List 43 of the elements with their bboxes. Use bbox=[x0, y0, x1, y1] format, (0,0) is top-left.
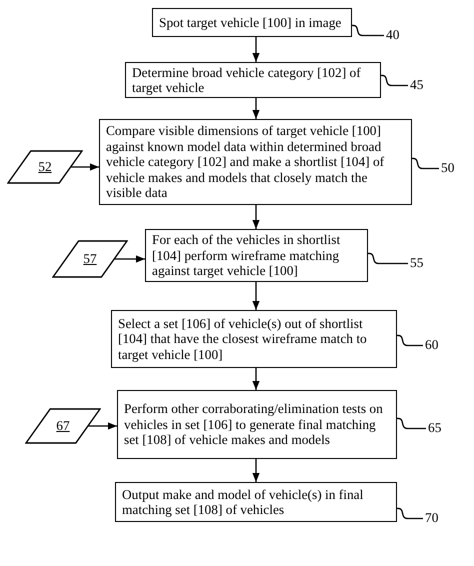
leader-line bbox=[381, 74, 408, 86]
reference-number: 60 bbox=[425, 337, 445, 352]
leader-line bbox=[397, 418, 426, 430]
step-text: Determine broad vehicle category [102] of target vehicle bbox=[132, 64, 362, 96]
reference-number: 57 bbox=[82, 251, 98, 267]
process-box bbox=[99, 119, 412, 205]
arrow bbox=[252, 98, 260, 119]
input-parallelogram bbox=[52, 240, 128, 278]
arrow bbox=[252, 368, 260, 390]
reference-number: 67 bbox=[55, 418, 71, 434]
arrow bbox=[88, 422, 117, 430]
reference-number: 40 bbox=[386, 27, 406, 42]
arrow bbox=[252, 37, 260, 62]
reference-number: 45 bbox=[410, 77, 430, 92]
step-text: Spot target vehicle [100] in image bbox=[159, 14, 342, 30]
arrow bbox=[252, 282, 260, 310]
leader-line bbox=[397, 508, 423, 520]
input-parallelogram bbox=[7, 150, 83, 184]
process-box bbox=[152, 8, 352, 37]
leader-line bbox=[352, 24, 384, 36]
process-box bbox=[115, 482, 397, 522]
arrow bbox=[71, 163, 99, 171]
reference-number: 50 bbox=[441, 160, 461, 175]
step-text: Perform other corraborating/elimination tests on vehicles in set [106] to generate final matching set [108] of vehicle makes and models bbox=[124, 401, 384, 448]
arrow bbox=[252, 459, 260, 482]
input-parallelogram bbox=[25, 408, 101, 444]
process-box bbox=[111, 310, 397, 368]
reference-number: 65 bbox=[428, 420, 448, 435]
leader-line bbox=[397, 334, 423, 346]
process-box bbox=[145, 229, 368, 282]
reference-number: 55 bbox=[410, 255, 430, 270]
reference-number: 52 bbox=[37, 159, 53, 175]
step-text: For each of the vehicles in shortlist [104] perform wireframe matching against target vehicle [100] bbox=[152, 232, 342, 279]
arrow bbox=[252, 205, 260, 229]
process-box bbox=[125, 62, 381, 98]
reference-number: 70 bbox=[425, 510, 445, 525]
step-text: Compare visible dimensions of target vehicle [100] against known model data within determined broad vehicle category [102] and make a shortlist [104] of vehicle makes and models that closely match the visible data bbox=[106, 123, 386, 201]
step-text: Output make and model of vehicle(s) in final matching set [108] of vehicles bbox=[122, 486, 364, 518]
process-box bbox=[117, 390, 397, 459]
step-text: Select a set [106] of vehicle(s) out of shortlist [104] that have the closest wireframe match to target vehicle [100] bbox=[118, 316, 368, 362]
arrow bbox=[114, 255, 145, 263]
leader-line bbox=[412, 158, 439, 170]
leader-line bbox=[368, 252, 408, 264]
